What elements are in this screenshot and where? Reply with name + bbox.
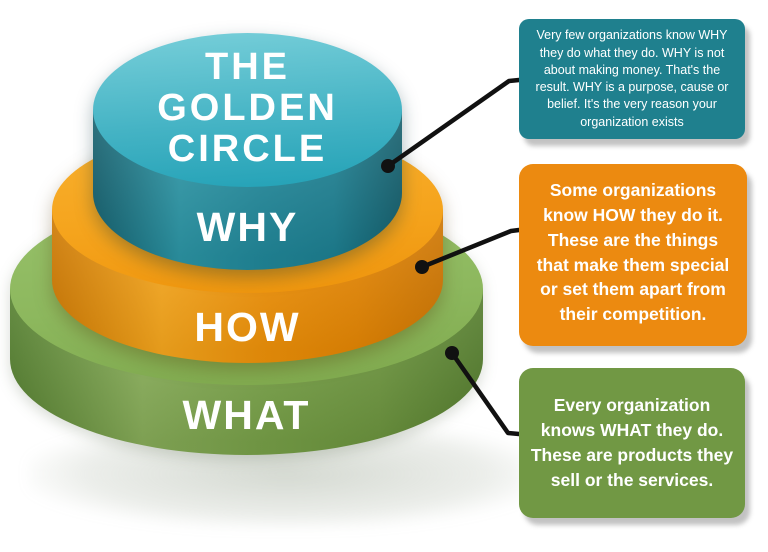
diagram-title-line2: GOLDEN [157, 87, 338, 129]
callout-how: Some organizations know HOW they do it. … [519, 164, 747, 346]
callout-why-text: Very few organizations know WHY they do … [535, 28, 729, 129]
callout-why: Very few organizations know WHY they do … [519, 19, 745, 139]
diagram-title-line3: CIRCLE [167, 128, 328, 170]
diagram-title: THE GOLDEN CIRCLE [93, 47, 402, 170]
connector-line-how [419, 227, 522, 270]
tier-why-label: WHY [196, 204, 299, 250]
callout-how-text: Some organizations know HOW they do it. … [536, 180, 730, 325]
callout-what: Every organization knows WHAT they do. T… [519, 368, 745, 518]
connector-dot-how [415, 260, 429, 274]
tier-what-label: WHAT [182, 392, 311, 438]
diagram-title-line1: THE [205, 46, 290, 88]
connector-line-why [385, 77, 522, 169]
tier-how-label: HOW [194, 304, 301, 350]
callout-what-text: Every organization knows WHAT they do. T… [530, 395, 734, 490]
connector-dot-what [445, 346, 459, 360]
